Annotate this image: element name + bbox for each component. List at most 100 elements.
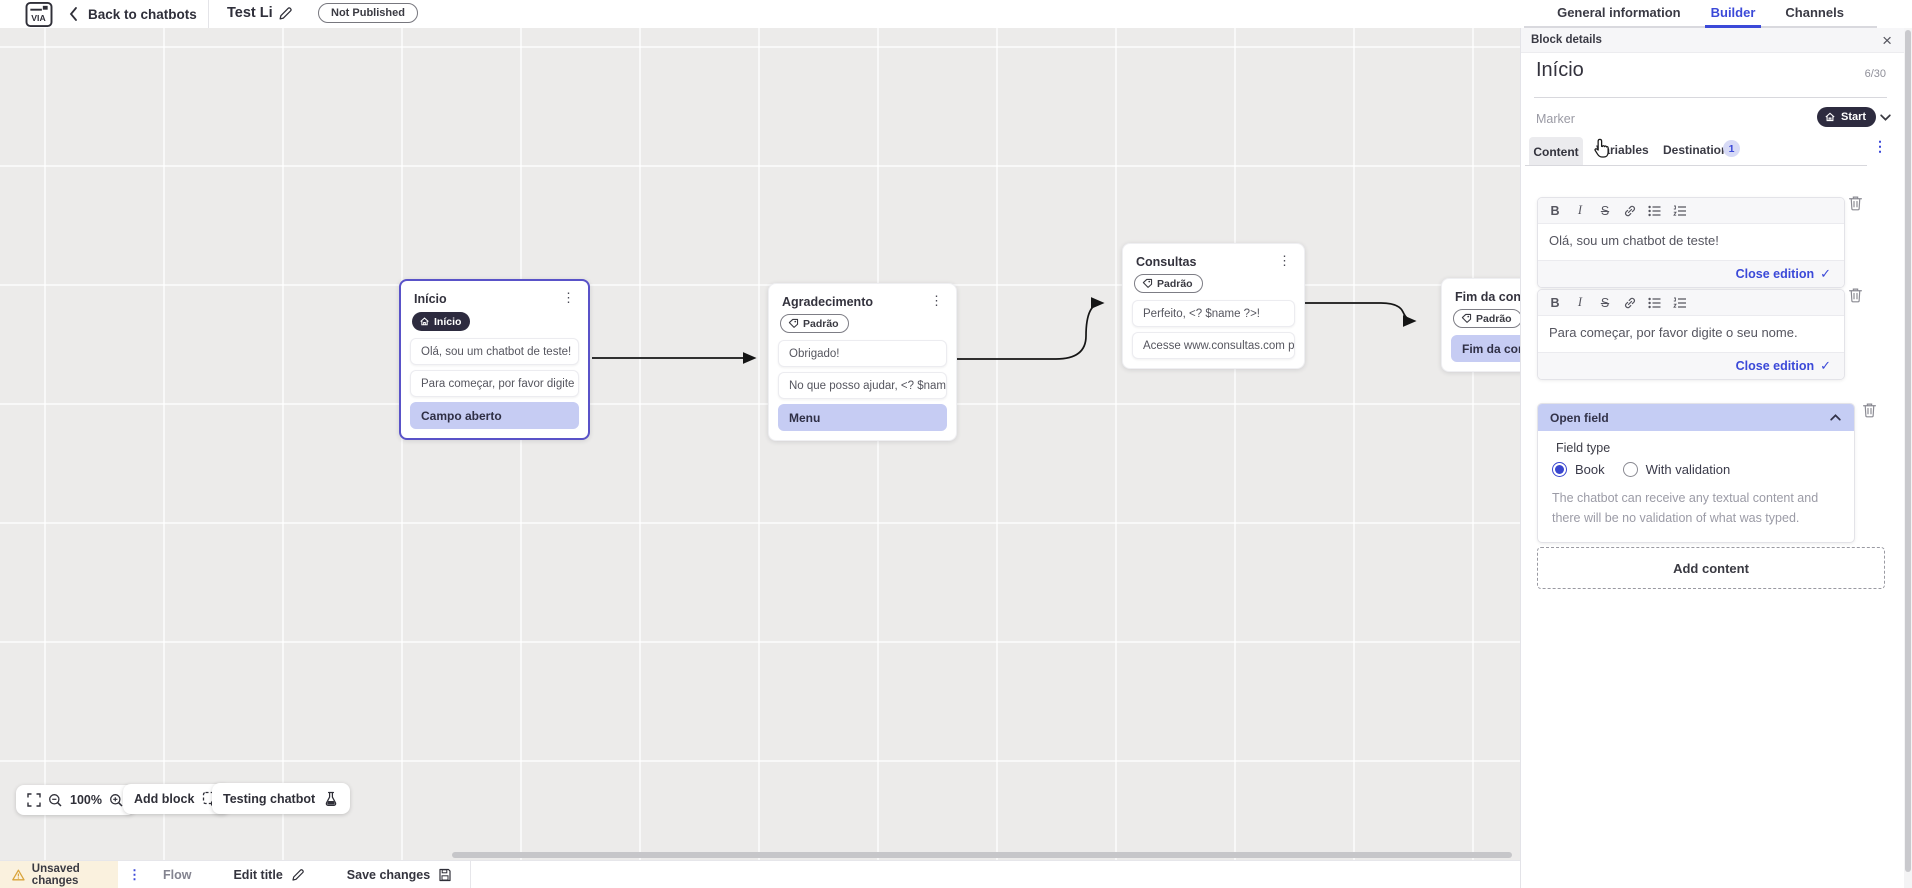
edit-title-pencil-icon[interactable] xyxy=(278,6,293,21)
vertical-scrollbar-thumb[interactable] xyxy=(1905,30,1911,872)
tab-channels[interactable]: Channels xyxy=(1785,5,1844,20)
badge-label: Início xyxy=(434,315,462,328)
chatbot-title[interactable]: Test Li xyxy=(227,5,273,21)
link-icon[interactable] xyxy=(1623,204,1637,218)
marker-label: Marker xyxy=(1536,112,1575,126)
block-open-field-row[interactable]: Campo aberto xyxy=(410,402,579,429)
unsaved-changes-indicator: Unsaved changes xyxy=(0,860,118,888)
editor-text[interactable]: Olá, sou um chatbot de teste! xyxy=(1538,224,1844,260)
start-marker-badge: Início xyxy=(412,312,471,331)
tab-builder[interactable]: Builder xyxy=(1704,0,1762,28)
field-type-description: The chatbot can receive any textual cont… xyxy=(1552,491,1819,525)
bullet-list-icon[interactable] xyxy=(1648,205,1662,217)
check-icon: ✓ xyxy=(1820,265,1831,281)
app-logo-icon: VIA xyxy=(25,2,53,27)
bold-icon[interactable]: B xyxy=(1550,203,1560,218)
block-menu-icon[interactable]: ⋮ xyxy=(1278,253,1291,268)
flow-canvas[interactable]: Início ⋮ Início Olá, sou um chatbot de t… xyxy=(0,28,1611,860)
close-edition-button[interactable]: Close edition xyxy=(1735,266,1815,281)
link-icon[interactable] xyxy=(1623,296,1637,310)
panel-tab-destination[interactable]: Destination xyxy=(1663,143,1729,157)
block-menu-row[interactable]: Menu xyxy=(778,404,947,431)
block-content-row[interactable]: No que posso ajudar, <? $name ... xyxy=(778,372,947,399)
chevron-down-icon[interactable] xyxy=(1879,113,1892,122)
tag-icon xyxy=(1461,313,1472,323)
badge-label: Padrão xyxy=(1476,312,1512,325)
bullet-list-icon[interactable] xyxy=(1648,297,1662,309)
radio-option-with-validation[interactable]: With validation xyxy=(1622,462,1731,477)
tab-general-information[interactable]: General information xyxy=(1557,5,1681,20)
zoom-in-icon[interactable] xyxy=(109,793,124,808)
block-content-row[interactable]: Perfeito, <? $name ?>! xyxy=(1132,300,1295,327)
home-icon xyxy=(1825,112,1835,122)
radio-label: Book xyxy=(1575,462,1605,477)
block-title: Início xyxy=(414,292,447,306)
close-edition-button[interactable]: Close edition xyxy=(1735,358,1815,373)
italic-icon[interactable]: I xyxy=(1577,203,1583,217)
radio-label: With validation xyxy=(1645,462,1731,477)
destination-count-badge: 1 xyxy=(1723,140,1740,157)
badge-label: Padrão xyxy=(1157,277,1193,290)
block-content-row[interactable]: Obrigado! xyxy=(778,340,947,367)
italic-icon[interactable]: I xyxy=(1577,295,1583,309)
radio-selected-icon[interactable] xyxy=(1552,462,1567,477)
radio-option-book[interactable]: Book xyxy=(1552,462,1605,477)
edge-consultas-fim xyxy=(1303,302,1417,327)
zoom-out-icon[interactable] xyxy=(48,793,63,808)
chevron-up-icon[interactable] xyxy=(1829,413,1842,422)
bold-icon[interactable]: B xyxy=(1550,295,1560,310)
padrao-badge: Padrão xyxy=(1134,274,1203,293)
back-to-chatbots-button[interactable]: Back to chatbots xyxy=(68,0,197,28)
add-content-button[interactable]: Add content xyxy=(1537,547,1885,589)
marker-start-pill[interactable]: Start xyxy=(1817,107,1877,127)
delete-content-icon[interactable] xyxy=(1848,195,1863,211)
flow-label[interactable]: Flow xyxy=(163,867,192,882)
open-field-body: Field type Book With validation The chat… xyxy=(1538,431,1854,542)
chevron-left-icon xyxy=(69,7,77,21)
topbar-divider xyxy=(208,0,209,28)
panel-header-label: Block details xyxy=(1531,34,1602,46)
strikethrough-icon[interactable]: S xyxy=(1600,203,1610,218)
save-changes-label: Save changes xyxy=(346,867,431,882)
block-menu-icon[interactable]: ⋮ xyxy=(930,293,943,308)
vertical-scrollbar[interactable] xyxy=(1904,28,1912,888)
block-content-row[interactable]: Para começar, por favor digite o ... xyxy=(410,370,579,397)
delete-content-icon[interactable] xyxy=(1848,287,1863,303)
delete-open-field-icon[interactable] xyxy=(1862,402,1877,418)
editor-text[interactable]: Para começar, por favor digite o seu nom… xyxy=(1538,316,1844,352)
badge-label: Padrão xyxy=(803,317,839,330)
editor-toolbar: B I S xyxy=(1538,290,1844,316)
block-content-row[interactable]: Acesse www.consultas.com par... xyxy=(1132,332,1295,359)
close-icon[interactable]: × xyxy=(1882,30,1892,50)
editor-footer: Close edition ✓ xyxy=(1538,351,1844,379)
editor-toolbar: B I S xyxy=(1538,198,1844,224)
testing-chatbot-button[interactable]: Testing chatbot xyxy=(212,783,351,814)
flow-block-inicio[interactable]: Início ⋮ Início Olá, sou um chatbot de t… xyxy=(399,279,590,440)
statusbar-menu-icon[interactable]: ⋮ xyxy=(128,866,141,882)
strikethrough-icon[interactable]: S xyxy=(1600,295,1610,310)
char-counter: 6/30 xyxy=(1864,68,1886,80)
flow-block-agradecimento[interactable]: Agradecimento ⋮ Padrão Obrigado! No que … xyxy=(768,283,957,441)
panel-menu-icon[interactable]: ⋮ xyxy=(1873,138,1887,154)
edit-title-button[interactable]: Edit title xyxy=(233,868,304,882)
numbered-list-icon[interactable] xyxy=(1673,297,1687,309)
flask-icon xyxy=(325,791,337,806)
block-name-input[interactable]: Início xyxy=(1536,59,1584,81)
block-menu-icon[interactable]: ⋮ xyxy=(562,290,575,305)
status-bar: Unsaved changes ⋮ Flow Edit title Save c… xyxy=(0,860,1520,888)
block-content-row[interactable]: Olá, sou um chatbot de teste! xyxy=(410,338,579,365)
flow-block-consultas[interactable]: Consultas ⋮ Padrão Perfeito, <? $name ?>… xyxy=(1122,243,1305,369)
open-field-card: Open field Field type Book With validati… xyxy=(1537,403,1855,543)
save-changes-button[interactable]: Save changes xyxy=(347,868,452,882)
marker-value: Start xyxy=(1841,111,1867,123)
radio-unselected-icon[interactable] xyxy=(1622,462,1638,477)
panel-tab-content[interactable]: Content xyxy=(1529,137,1583,166)
open-field-header[interactable]: Open field xyxy=(1538,404,1854,431)
panel-header: Block details × xyxy=(1521,28,1904,53)
horizontal-scrollbar[interactable] xyxy=(452,852,1512,858)
numbered-list-icon[interactable] xyxy=(1673,205,1687,217)
fullscreen-icon[interactable] xyxy=(27,793,41,807)
panel-tab-variables[interactable]: Variables xyxy=(1596,143,1649,157)
text-editor-1: B I S Olá, sou um chatbot de teste! Clos… xyxy=(1537,197,1845,288)
